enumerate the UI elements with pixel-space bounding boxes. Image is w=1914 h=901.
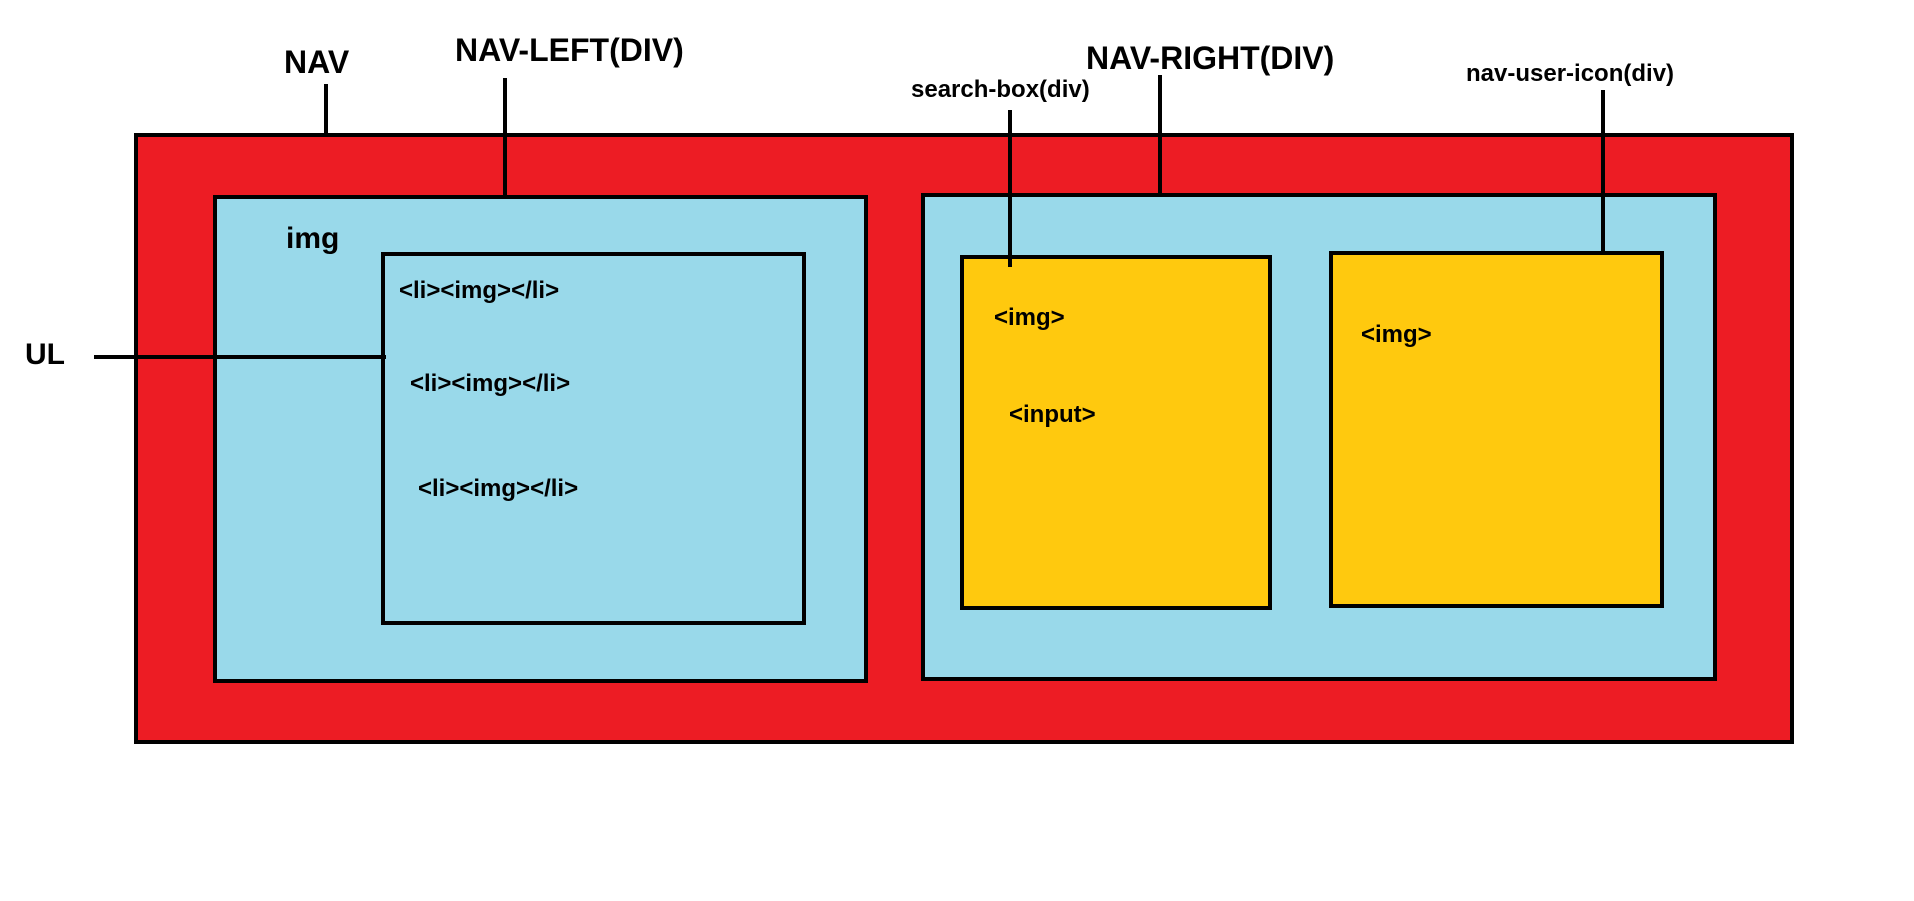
search-box-input-label: <input> <box>1009 401 1096 428</box>
ul-label: UL <box>25 338 65 371</box>
search-box-label: search-box(div) <box>911 76 1090 103</box>
nav-right-label: NAV-RIGHT(DIV) <box>1086 40 1334 76</box>
list-item-3: <li><img></li> <box>418 475 578 502</box>
nav-user-icon-img-label: <img> <box>1361 321 1432 348</box>
nav-user-icon-box <box>1329 251 1664 608</box>
list-item-1: <li><img></li> <box>399 277 559 304</box>
list-item-2: <li><img></li> <box>410 370 570 397</box>
nav-user-icon-label: nav-user-icon(div) <box>1466 60 1674 87</box>
search-box <box>960 255 1272 610</box>
ul-box <box>381 252 806 625</box>
nav-label: NAV <box>284 44 350 80</box>
nav-left-label: NAV-LEFT(DIV) <box>455 32 684 68</box>
nav-left-img-label: img <box>286 222 339 255</box>
search-box-img-label: <img> <box>994 304 1065 331</box>
